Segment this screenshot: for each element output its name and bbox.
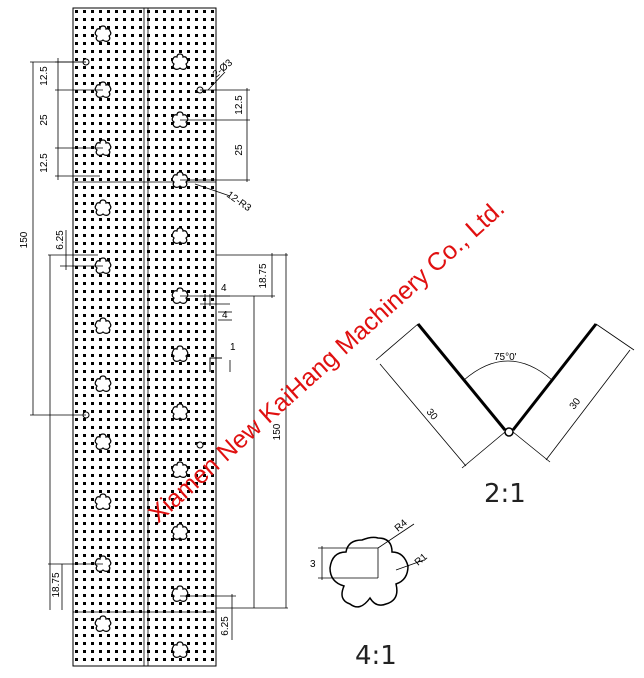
star-hole <box>94 375 112 392</box>
profile-right-leg <box>511 323 598 431</box>
star-hole <box>94 615 112 632</box>
left-dimensions: 12.5 25 12.5 150 6.25 18.75 <box>19 58 103 610</box>
detail-height-label: 3 <box>310 559 316 570</box>
profile-left-leg <box>416 323 507 431</box>
dim-1: 1 <box>230 342 236 353</box>
perforated-strip <box>72 7 217 667</box>
star-hole <box>94 199 112 216</box>
angle-arc <box>463 360 553 381</box>
profile-bend <box>504 427 514 437</box>
dim-4-a: 4 <box>221 283 227 294</box>
dim-150-left: 150 <box>19 231 30 248</box>
star-hole <box>94 433 112 450</box>
detail-r-outer-label: R4 <box>393 517 410 534</box>
star-hole <box>171 345 189 362</box>
dim-18-75-right: 18.75 <box>258 263 269 288</box>
star-hole-detail <box>329 536 409 608</box>
dim-150-right: 150 <box>272 423 283 440</box>
angle-label: 75°0' <box>494 352 517 363</box>
leg-right-label: 30 <box>568 396 584 412</box>
dim-25-a: 25 <box>39 114 50 126</box>
angle-profile-view: 75°0' 30 30 2:1 <box>375 323 635 509</box>
callout-star-holes: 12-R3 <box>224 189 253 214</box>
star-hole <box>94 317 112 334</box>
dim-12-5-right: 12.5 <box>234 95 245 115</box>
dim-12-5-a: 12.5 <box>39 66 50 86</box>
perforation-pattern <box>73 8 216 666</box>
star-hole <box>94 25 112 42</box>
angle-view-scale: 2:1 <box>484 479 526 509</box>
dim-4-b: 4 <box>222 310 228 321</box>
dim-18-75-bottom: 18.75 <box>51 572 62 597</box>
star-hole <box>171 53 189 70</box>
strip-outline <box>72 7 217 667</box>
star-hole <box>171 585 189 602</box>
star-hole <box>171 227 189 244</box>
dim-6-25-bottom: 6.25 <box>220 616 231 636</box>
dim-6-25-top: 6.25 <box>55 230 66 250</box>
leg-left-label: 30 <box>424 407 440 423</box>
small-hole <box>196 441 204 449</box>
star-hole <box>171 523 189 540</box>
star-hole <box>171 641 189 658</box>
star-hole <box>171 403 189 420</box>
detail-r-inner-label: R1 <box>413 551 430 568</box>
dim-25-right: 25 <box>234 144 245 156</box>
star-hole <box>94 493 112 510</box>
dim-12-5-b: 12.5 <box>39 153 50 173</box>
detail-scale: 4:1 <box>355 641 397 671</box>
hole-detail-view: 3 R4 R1 4:1 <box>310 517 430 671</box>
